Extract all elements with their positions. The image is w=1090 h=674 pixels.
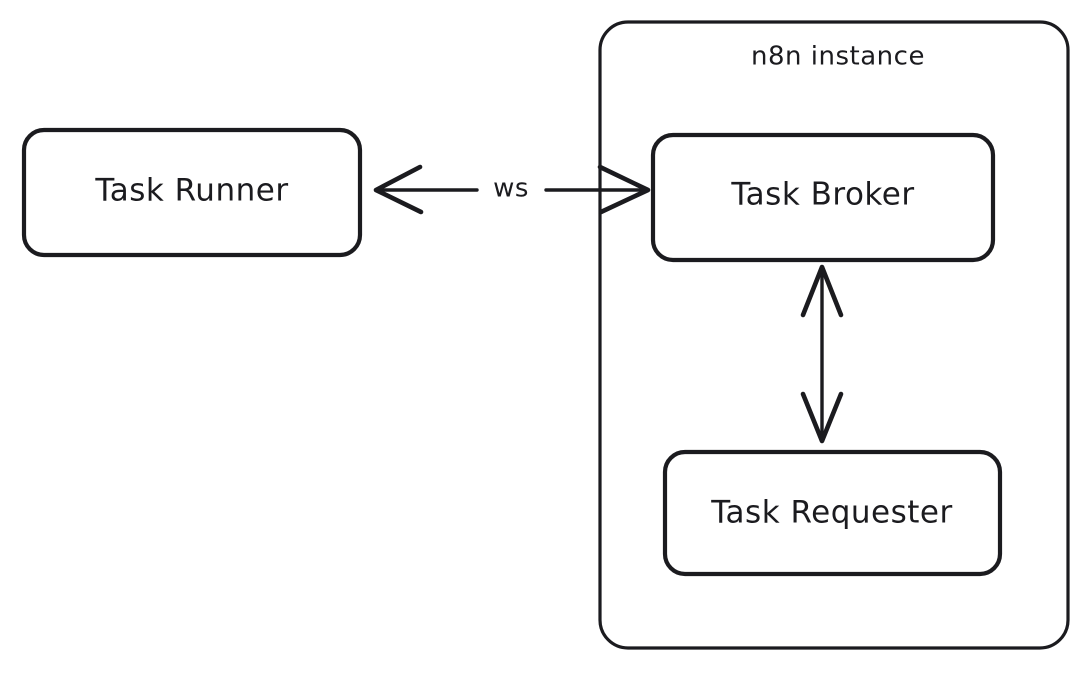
group-n8n-instance-outline — [598, 20, 1070, 650]
edge-broker-requester-arrowhead-bottom — [800, 391, 844, 444]
node-task-runner[interactable]: Task Runner — [21, 127, 363, 258]
node-task-broker-outline — [650, 132, 996, 263]
group-n8n-instance-label: n8n instance — [751, 42, 925, 72]
node-task-requester-outline — [662, 449, 1003, 577]
node-task-runner-outline — [21, 127, 363, 258]
node-task-broker-label: Task Broker — [730, 177, 914, 213]
node-task-runner-label: Task Runner — [94, 173, 288, 209]
node-task-requester-label: Task Requester — [710, 495, 953, 531]
edge-runner-broker-label: ws — [493, 174, 529, 204]
node-task-broker[interactable]: Task Broker — [650, 132, 996, 263]
edge-runner-broker-arrowhead-right — [597, 164, 651, 215]
edge-runner-broker-arrowhead-left — [373, 164, 424, 215]
edge-broker-requester-arrowhead-top — [800, 264, 844, 318]
group-n8n-instance[interactable]: n8n instance — [598, 20, 1070, 650]
node-task-requester[interactable]: Task Requester — [662, 449, 1003, 577]
edge-runner-broker[interactable]: ws — [373, 164, 651, 215]
edge-broker-requester[interactable] — [800, 264, 844, 444]
